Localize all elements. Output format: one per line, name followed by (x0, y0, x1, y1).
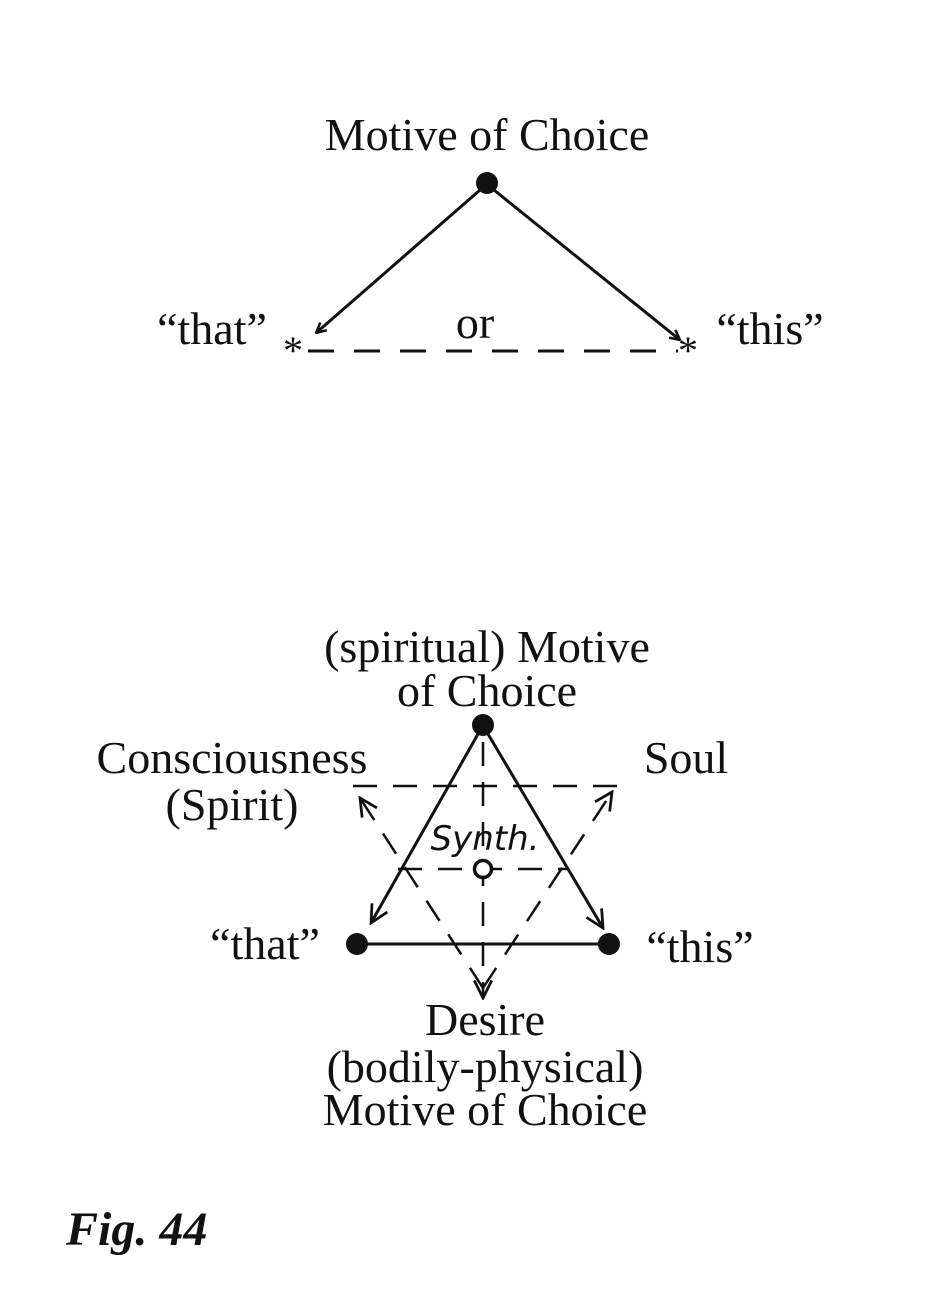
bottom-apex-label-line1: (spiritual) Motive (324, 621, 650, 672)
top-apex-label: Motive of Choice (325, 109, 650, 160)
consciousness-label-line2: (Spirit) (166, 779, 299, 830)
top-that-node-star: * (283, 328, 303, 373)
bottom-apex-label-line2: of Choice (397, 665, 577, 716)
arrow-apex-to-this (486, 733, 603, 928)
synth-label: Synth. (431, 819, 540, 859)
desire-label-line3: Motive of Choice (323, 1084, 648, 1135)
soul-label: Soul (644, 732, 728, 783)
desire-label-line2: (bodily-physical) (327, 1041, 644, 1092)
arrow-apex-to-that (371, 733, 480, 923)
bottom-that-node (346, 933, 368, 955)
top-this-node-star: * (678, 328, 698, 373)
top-apex-node (476, 172, 498, 194)
top-or-label: or (456, 297, 494, 348)
top-arrow-to-this (493, 188, 680, 340)
bottom-diagram: (spiritual) Motive of Choice Consciousne… (97, 621, 754, 1135)
bottom-that-label: “that” (210, 918, 320, 969)
figure-caption: Fig. 44 (65, 1203, 207, 1256)
desire-label-line1: Desire (425, 994, 545, 1045)
synth-center-node (472, 858, 494, 880)
bottom-this-node (598, 933, 620, 955)
top-arrow-to-that (316, 188, 481, 333)
bottom-this-label: “this” (646, 921, 753, 972)
bottom-apex-node (472, 714, 494, 736)
top-that-label: “that” (157, 303, 267, 354)
consciousness-label-line1: Consciousness (97, 732, 368, 783)
top-this-label: “this” (716, 303, 823, 354)
top-diagram: Motive of Choice * * “that” “this” or (157, 109, 824, 373)
